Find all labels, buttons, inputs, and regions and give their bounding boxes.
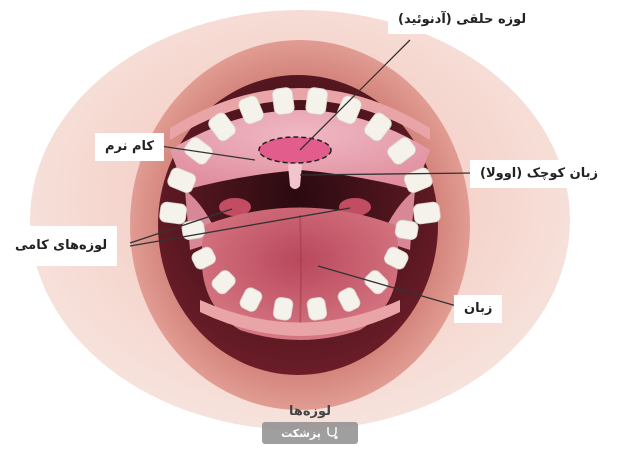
label-adenoid: لوزه حلقی (آدنوئید) (388, 6, 536, 34)
adenoid-highlight (259, 137, 331, 163)
tongue-midline (300, 215, 301, 330)
upper-tooth (305, 87, 328, 115)
watermark-logo: پزشکت (262, 422, 358, 444)
label-uvula: زبان کوچک (اوولا) (470, 160, 608, 188)
stethoscope-icon (325, 426, 339, 440)
label-palatine-tonsils: لوزه‌های کامی (5, 226, 117, 266)
lower-tooth (306, 297, 327, 322)
label-soft-palate: کام نرم (95, 133, 164, 161)
uvula (288, 164, 302, 190)
caption: لوزه‌ها پزشکت (230, 400, 390, 448)
lower-tooth (394, 219, 419, 240)
upper-tooth (413, 201, 441, 224)
caption-title: لوزه‌ها (230, 404, 390, 419)
upper-tooth (272, 87, 295, 115)
watermark-text: پزشکت (281, 427, 321, 440)
label-tongue: زبان (454, 295, 502, 323)
lower-tooth (272, 297, 293, 322)
upper-tooth (159, 201, 187, 224)
